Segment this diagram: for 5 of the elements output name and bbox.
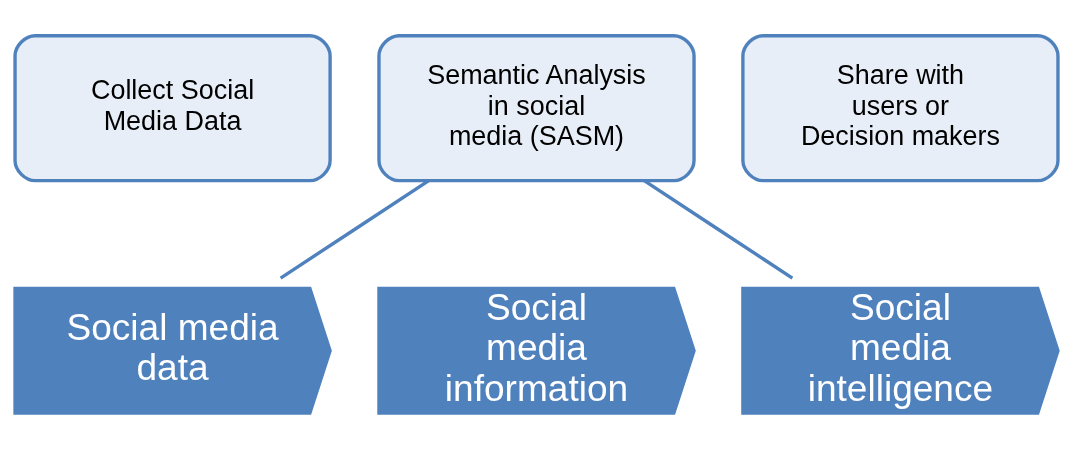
node-box: Collect Social Media Data [13,34,332,183]
connector [643,179,794,280]
connector [279,179,430,280]
node-box: Share with users or Decision makers [741,34,1060,183]
node-box: Semantic Analysis in social media (SASM) [377,34,696,183]
